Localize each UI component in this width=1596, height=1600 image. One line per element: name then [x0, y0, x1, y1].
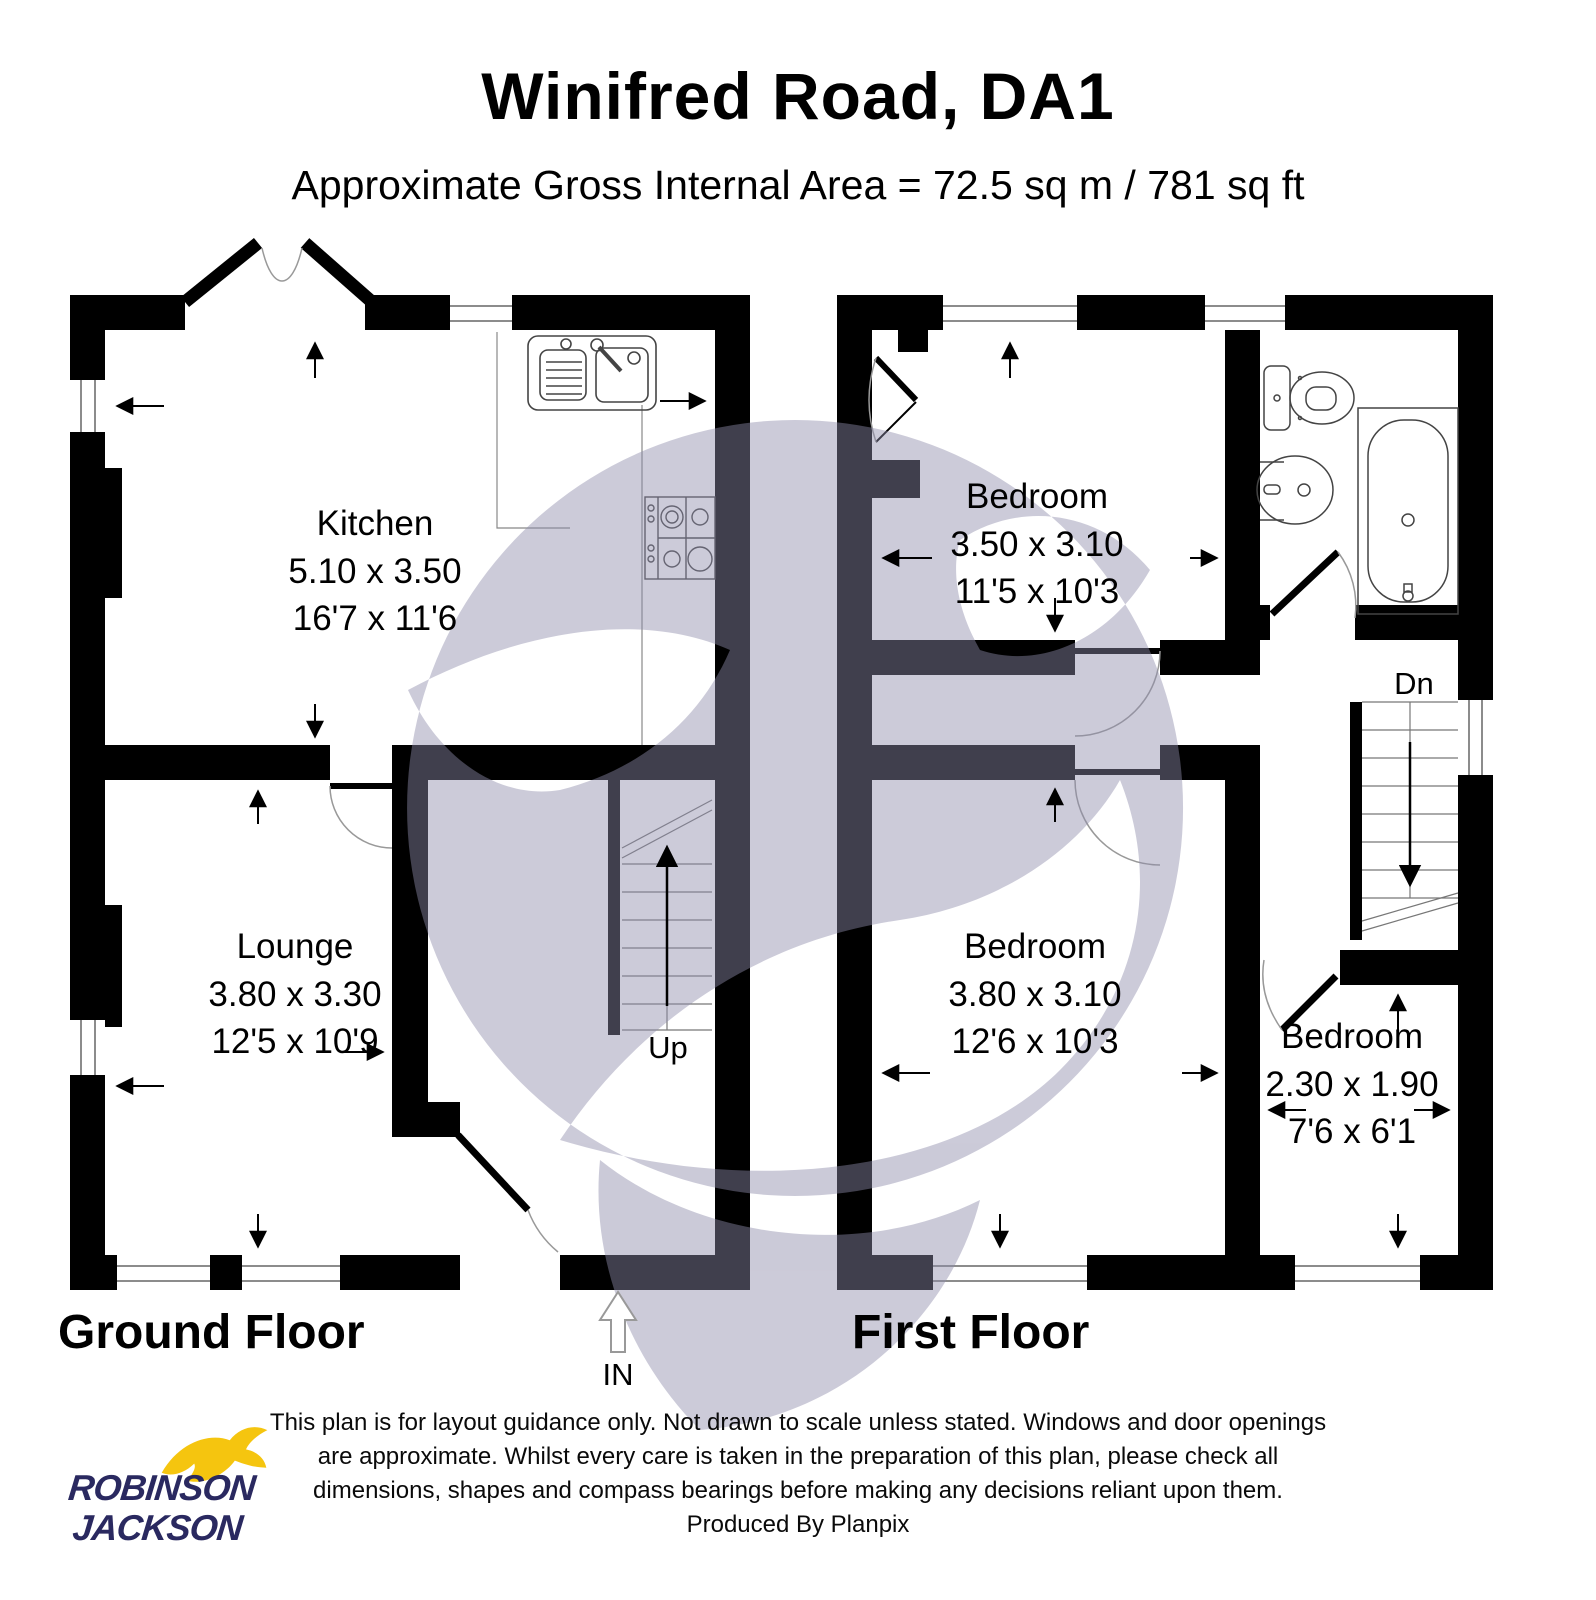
lounge-label: Lounge [237, 927, 354, 966]
annotations: Kitchen 5.10 x 3.50 16'7 x 11'6 Lounge 3… [115, 341, 1451, 1392]
dimension-arrows [115, 341, 1451, 1249]
page-title: Winifred Road, DA1 [481, 59, 1115, 133]
disclaimer-line-2: are approximate. Whilst every care is ta… [317, 1443, 1279, 1470]
kitchen-counter [496, 332, 643, 745]
entrance-in-label: IN [603, 1357, 634, 1392]
bedroom1-metric: 3.50 x 3.10 [950, 525, 1123, 564]
lounge-metric: 3.80 x 3.30 [208, 975, 381, 1014]
kitchen-sink [527, 335, 657, 411]
stairs-down-label: Dn [1394, 666, 1434, 701]
watermark-logo [407, 420, 1184, 1430]
agency-name-line2: JACKSON [70, 1507, 245, 1548]
ground-floor-windows [80, 305, 512, 1282]
bedroom3-imperial: 7'6 x 6'1 [1288, 1112, 1416, 1151]
bedroom1-door [1074, 648, 1161, 737]
agency-name-line1: ROBINSON [66, 1467, 257, 1508]
bathtub [1357, 407, 1459, 615]
disclaimer: This plan is for layout guidance only. N… [0, 1406, 1596, 1542]
ground-floor-walls [70, 295, 750, 1290]
swallow-bird-icon [161, 1427, 268, 1482]
agency-logo-text: ROBINSON JACKSON [48, 1467, 271, 1548]
toilet [1263, 365, 1355, 431]
first-floor-label: First Floor [852, 1306, 1090, 1359]
bedroom2-imperial: 12'6 x 10'3 [951, 1022, 1118, 1061]
entrance-arrow-icon [598, 1290, 638, 1353]
kitchen-metric: 5.10 x 3.50 [288, 552, 461, 591]
first-floor-walls [837, 295, 1493, 1290]
bedroom1-label: Bedroom [966, 477, 1108, 516]
first-floor-windows [933, 305, 1483, 1282]
bedroom3-label: Bedroom [1281, 1017, 1423, 1056]
page-subtitle: Approximate Gross Internal Area = 72.5 s… [291, 162, 1305, 208]
bedroom1-imperial: 11'5 x 10'3 [955, 572, 1120, 611]
kitchen-imperial: 16'7 x 11'6 [293, 599, 458, 638]
disclaimer-line-3: dimensions, shapes and compass bearings … [313, 1477, 1283, 1504]
first-floor-plan [837, 295, 1493, 1290]
kitchen-door [329, 783, 393, 849]
stair-arrows [655, 742, 1422, 1006]
bedroom2-label: Bedroom [964, 927, 1106, 966]
bedroom2-metric: 3.80 x 3.10 [948, 975, 1121, 1014]
bathroom-door [1269, 549, 1357, 619]
produced-by: Produced By Planpix [686, 1511, 910, 1538]
bedroom1-corner-door [868, 355, 919, 443]
disclaimer-line-1: This plan is for layout guidance only. N… [269, 1409, 1327, 1436]
ground-floor-label: Ground Floor [58, 1306, 365, 1359]
stairs-up-label: Up [648, 1030, 688, 1065]
rear-bay-door [180, 237, 377, 308]
front-door [455, 1132, 559, 1253]
kitchen-hob [644, 496, 716, 580]
bathroom-sink [1256, 455, 1334, 525]
bedroom3-metric: 2.30 x 1.90 [1265, 1065, 1438, 1104]
kitchen-label: Kitchen [317, 504, 434, 543]
agency-logo: ROBINSON JACKSON [52, 1424, 268, 1574]
lounge-imperial: 12'5 x 10'9 [211, 1022, 378, 1061]
ground-floor-plan [70, 237, 750, 1290]
bedroom2-door [1074, 769, 1161, 866]
bedroom3-door [1262, 959, 1339, 1033]
